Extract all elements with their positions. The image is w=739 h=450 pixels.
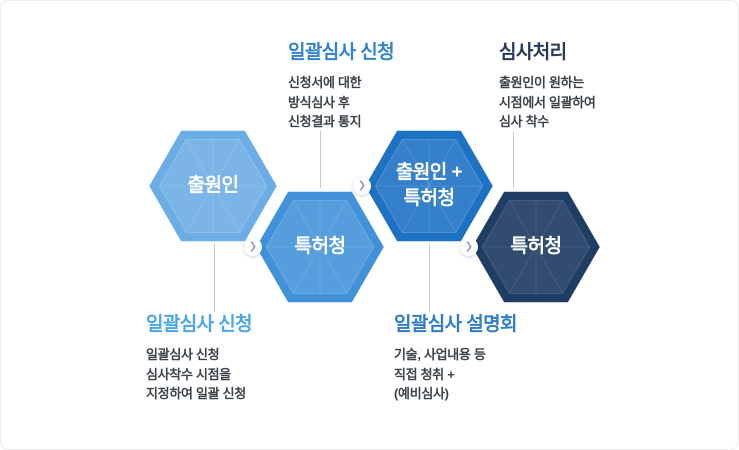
connector-line-bottom-middle	[429, 244, 430, 312]
hexagon-applicant-kipo: 출원인 + 특허청	[362, 128, 496, 244]
connector-line-top-right	[512, 132, 514, 188]
annotation-line: 기술, 사업내용 등	[394, 347, 486, 362]
annotation-title: 심사처리	[499, 42, 567, 63]
hexagon-label: 특허청	[510, 236, 562, 257]
hexagon-shape	[362, 128, 496, 244]
annotation-batch-exam-request-top: 일괄심사 신청 신청서에 대한 방식심사 후 신청결과 통지	[288, 42, 395, 132]
annotation-line: (예비심사)	[394, 386, 449, 401]
annotation-title: 일괄심사 설명회	[394, 314, 517, 335]
hexagon-label: 출원인 + 특허청	[395, 162, 463, 209]
hexagon-label: 특허청	[294, 236, 346, 257]
annotation-line: 출원인이 원하는	[499, 75, 584, 90]
chevron-right-icon: ❯	[460, 238, 478, 256]
hexagon-shape	[469, 189, 603, 305]
annotation-exam-processing: 심사처리 출원인이 원하는 시점에서 일괄하여 심사 착수	[499, 43, 596, 132]
annotation-batch-exam-request-bottom: 일괄심사 신청 일괄심사 신청 심사착수 시점을 지정하여 일괄 신청	[146, 314, 253, 404]
connector-line-top-middle	[320, 131, 321, 188]
annotation-line: 직접 청취 +	[394, 366, 455, 382]
hexagon-label: 출원인	[187, 175, 239, 196]
annotation-line: 심사 착수	[499, 114, 549, 129]
annotation-line: 일괄심사 신청	[146, 347, 220, 362]
hexagon-applicant: 출원인	[146, 128, 280, 244]
hexagon-kipo: 특허청	[253, 189, 387, 305]
hexagon-kipo-final: 특허청	[469, 189, 603, 305]
hexagon-shape	[253, 189, 387, 305]
hexagon-shape	[146, 128, 280, 244]
annotation-title: 일괄심사 신청	[146, 314, 253, 335]
connector-line-bottom-left	[213, 244, 215, 312]
annotation-line: 방식심사 후	[288, 94, 350, 110]
chevron-right-icon: ❯	[244, 238, 262, 256]
annotation-line: 시점에서 일괄하여	[499, 94, 596, 110]
annotation-line: 신청결과 통지	[288, 114, 362, 129]
annotation-line: 지정하여 일괄 신청	[146, 386, 246, 401]
annotation-line: 신청서에 대한	[288, 75, 362, 90]
annotation-line: 심사착수 시점을	[146, 366, 231, 382]
annotation-batch-exam-briefing: 일괄심사 설명회 기술, 사업내용 등 직접 청취 + (예비심사)	[394, 315, 517, 404]
annotation-title: 일괄심사 신청	[288, 42, 395, 63]
chevron-right-icon: ❯	[353, 177, 371, 195]
